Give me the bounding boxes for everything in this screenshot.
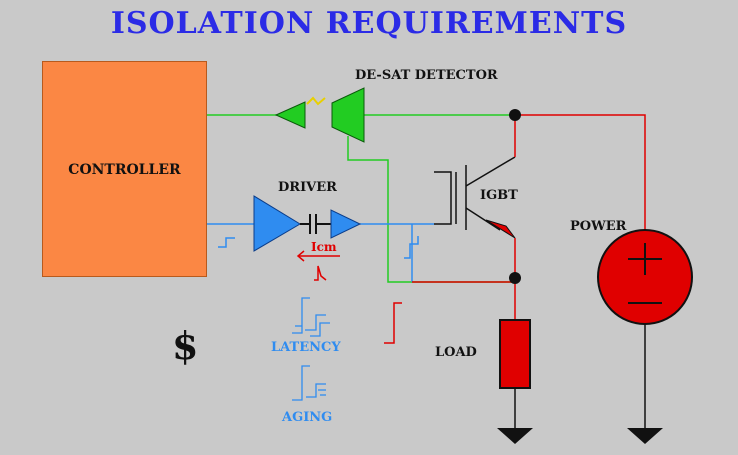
aging-label: AGING: [282, 410, 333, 425]
controller-block: [42, 61, 207, 277]
driver-wires: [207, 223, 434, 282]
icm-pulse-icon: [314, 265, 327, 281]
igbt-symbol-icon: [434, 156, 516, 231]
ground-icon: [497, 428, 533, 444]
power-source-icon: [597, 229, 693, 325]
icm-arrow-icon: [296, 250, 340, 262]
driver-buffer-icon: [330, 209, 362, 239]
igbt-label: IGBT: [480, 188, 518, 203]
desat-detector-left-icon: [274, 101, 306, 129]
power-label: POWER: [570, 219, 627, 234]
controller-pulse-icon: [218, 237, 235, 248]
load-resistor-icon: [499, 319, 531, 389]
latency-waveform-icon: [292, 297, 330, 337]
cost-symbol: $: [172, 323, 199, 368]
desat-detector-label: DE-SAT DETECTOR: [355, 68, 498, 83]
load-label: LOAD: [435, 345, 477, 360]
red-step-icon: [384, 302, 402, 344]
isolation-capacitor-icon: [300, 214, 331, 234]
gate-pulse-icon: [404, 236, 419, 259]
aging-waveform-icon: [292, 365, 326, 401]
igbt-emitter-arrow-icon: [485, 219, 516, 239]
latency-label: LATENCY: [271, 340, 341, 355]
desat-detector-right-icon: [331, 87, 365, 143]
diagram-title: ISOLATION REQUIREMENTS: [110, 6, 628, 41]
spark-icon: [306, 96, 326, 106]
junction-dot: [509, 109, 521, 121]
controller-label: CONTROLLER: [68, 162, 181, 178]
driver-label: DRIVER: [278, 180, 337, 195]
driver-amplifier-icon: [253, 195, 301, 252]
ground-icon: [627, 428, 663, 444]
junction-dot: [509, 272, 521, 284]
icm-label: Icm: [311, 240, 337, 254]
